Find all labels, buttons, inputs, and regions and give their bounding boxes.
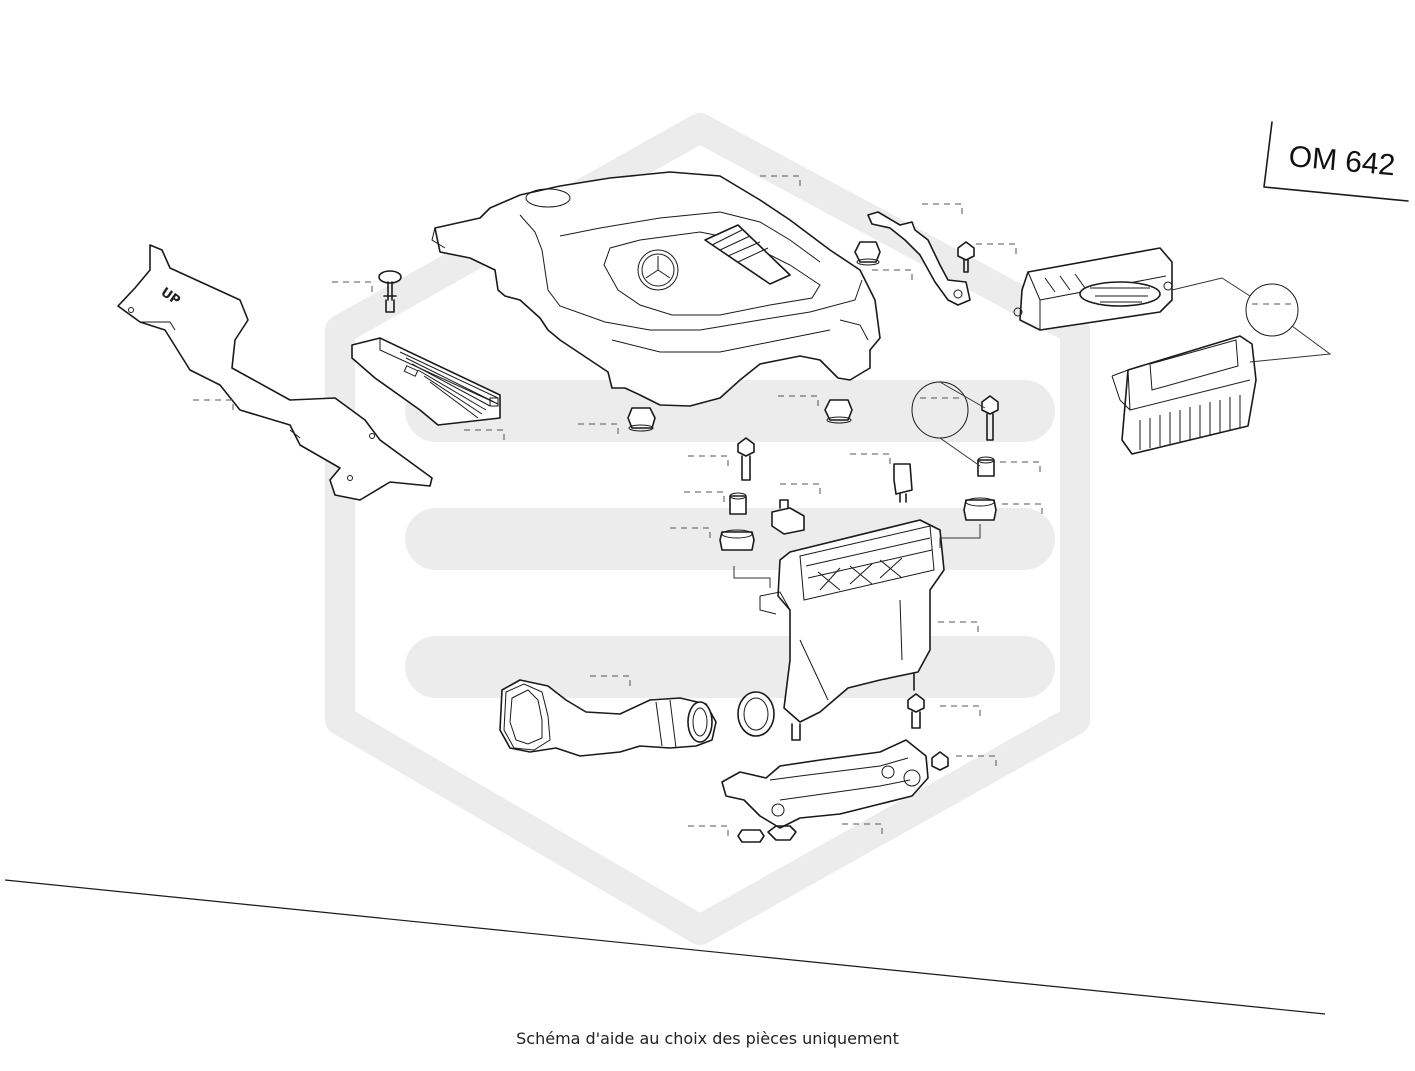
diagram-caption: Schéma d'aide au choix des pièces unique… — [516, 1029, 899, 1048]
intake-duct — [499, 679, 717, 757]
engine-top-cover — [431, 171, 881, 407]
heat-shield-plate: UP — [117, 244, 433, 501]
engine-label-box: OM 642 — [1263, 121, 1409, 202]
ground-line — [4, 879, 1326, 1015]
callout-markers — [193, 175, 1292, 840]
airbox-lid — [1013, 247, 1173, 331]
push-clip — [378, 270, 402, 313]
air-filter-element — [1111, 335, 1257, 455]
bolts — [737, 241, 999, 771]
leader-lines — [733, 524, 981, 588]
detail-circles — [911, 277, 1332, 467]
airbox-lower — [737, 519, 945, 741]
control-module — [351, 337, 501, 426]
spacer-sleeves — [719, 456, 997, 843]
rubber-grommets — [627, 241, 881, 432]
lower-heat-shield — [721, 739, 929, 841]
engine-label: OM 642 — [1287, 140, 1396, 182]
bracket — [867, 211, 971, 306]
sensors — [771, 463, 913, 535]
